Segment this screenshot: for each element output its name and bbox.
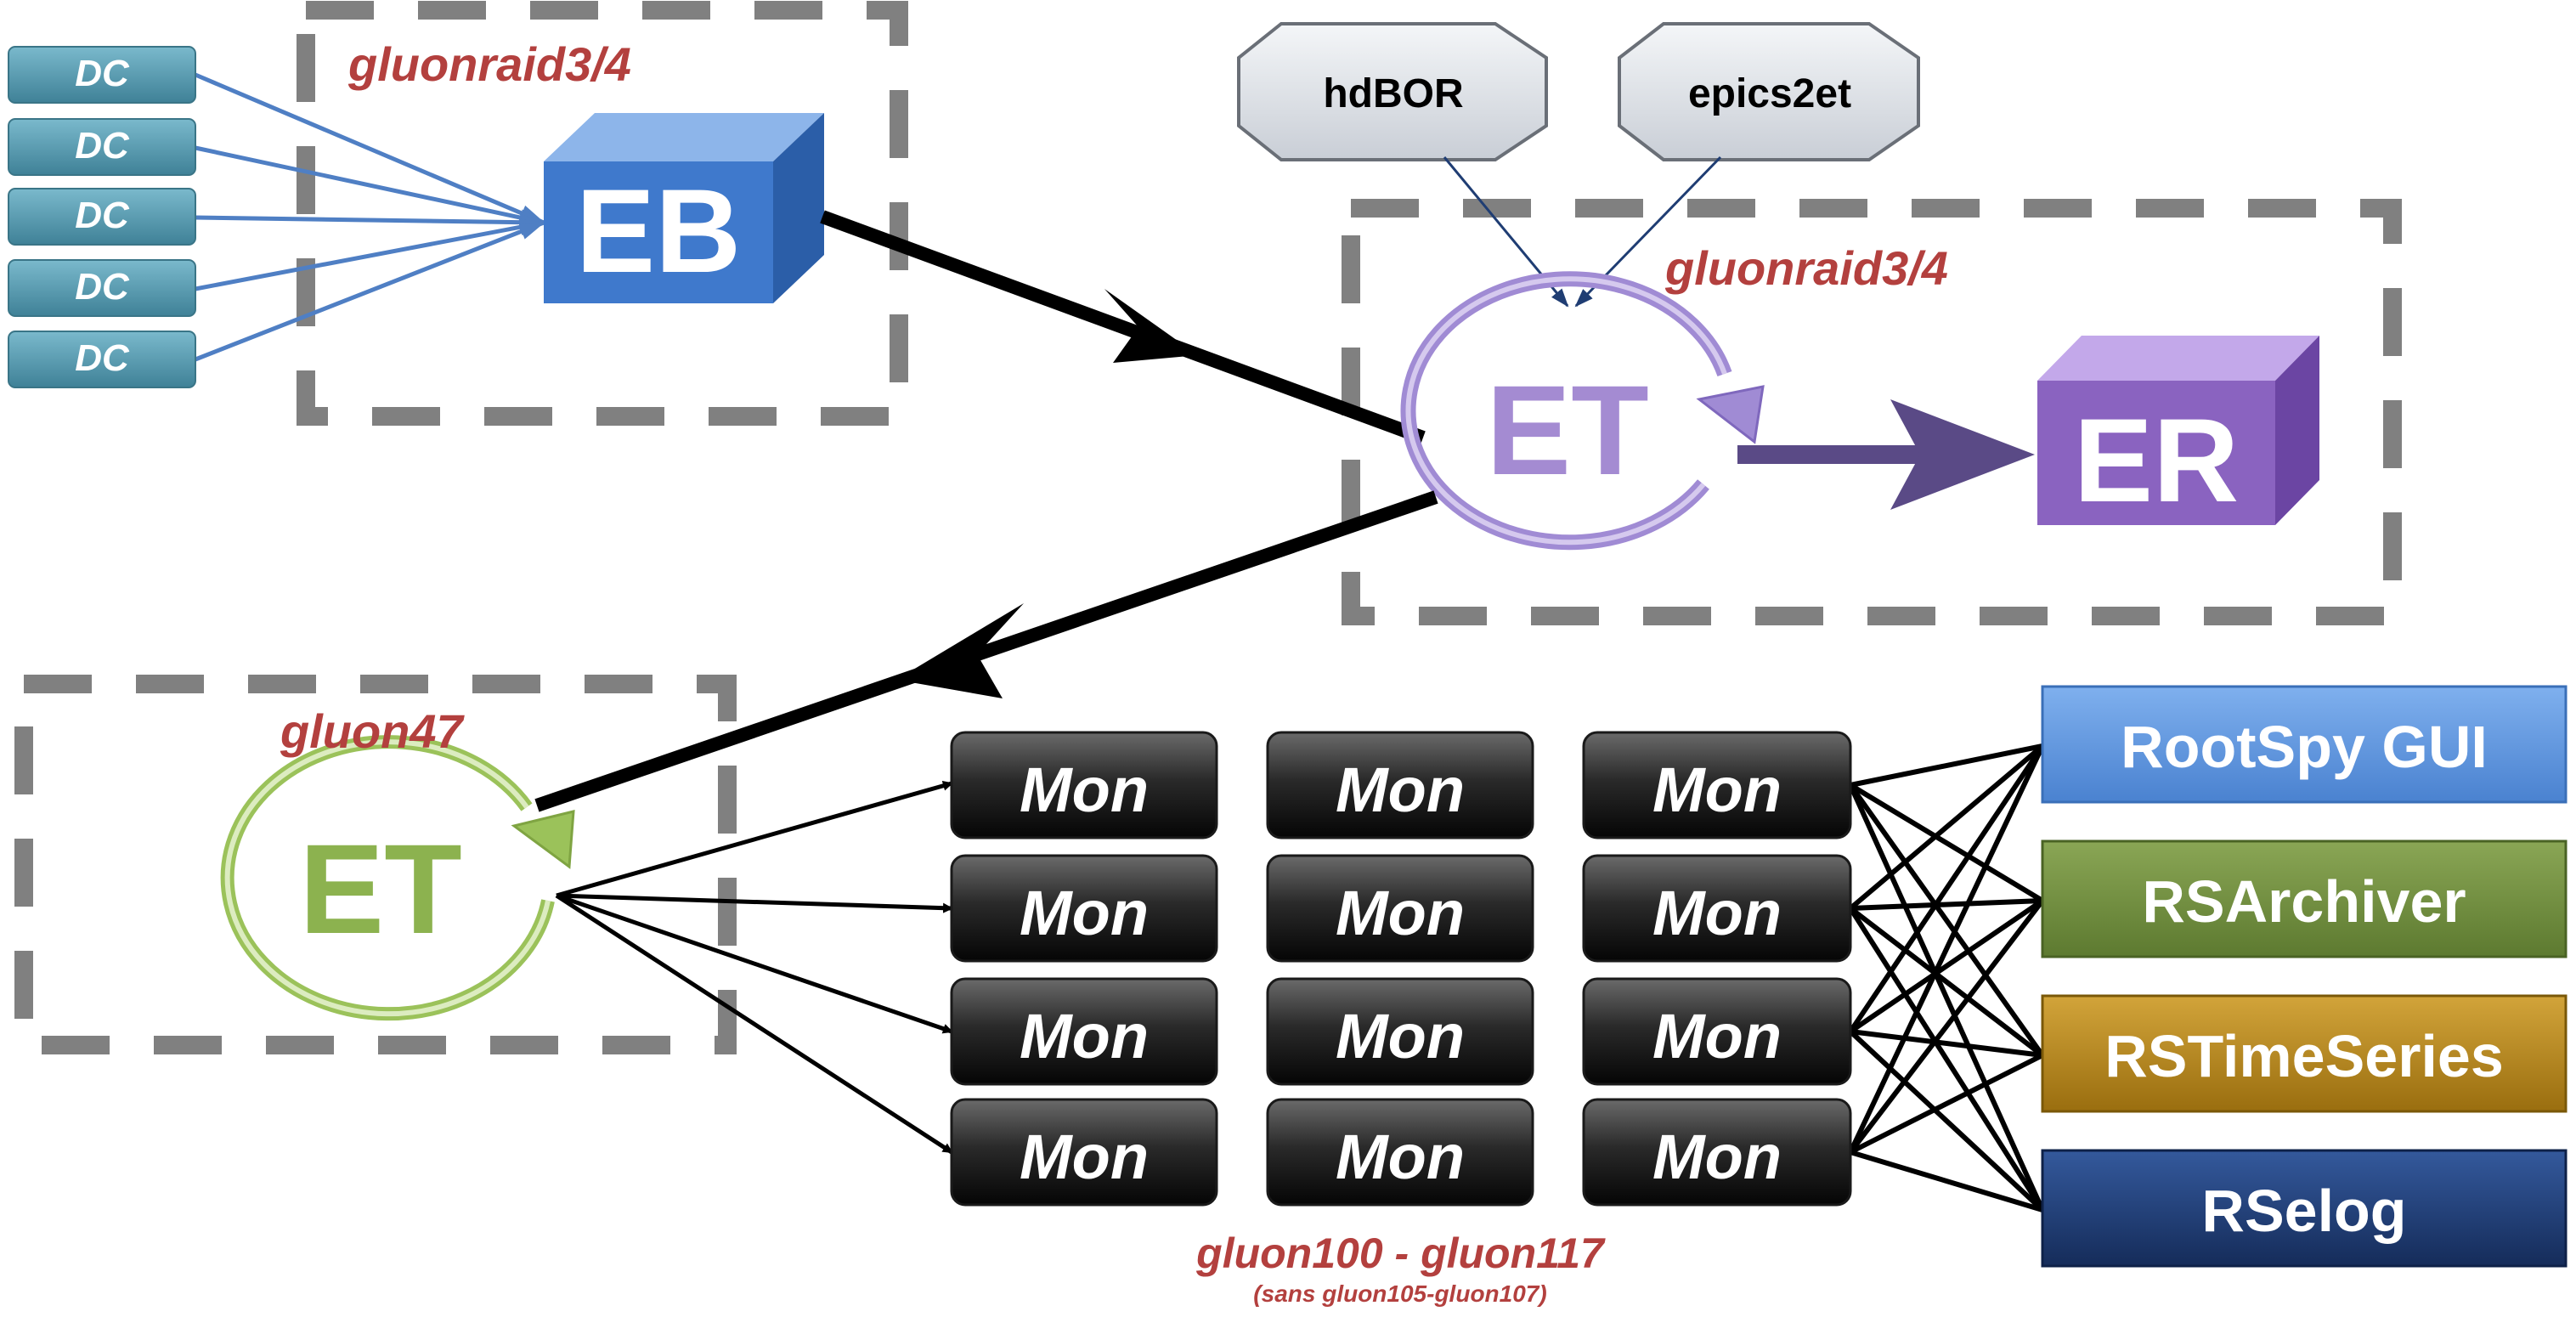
gui-rootspy-box: RootSpy GUI — [2041, 685, 2568, 804]
eb-label: EB — [576, 164, 741, 297]
dc-to-eb-arrows — [195, 72, 545, 362]
er-cube: ER — [2037, 336, 2319, 527]
dc-label: DC — [75, 337, 130, 379]
mon-box: Mon — [1266, 731, 1534, 839]
dc-label: DC — [75, 53, 130, 94]
mon-box: Mon — [1266, 854, 1534, 963]
mon-box: Mon — [1266, 1098, 1534, 1207]
gui-rselog-label: RSelog — [2201, 1178, 2406, 1244]
mon-label: Mon — [1652, 878, 1782, 948]
et-main-host-label: gluonraid3/4 — [1664, 241, 1948, 295]
dc-box: DC — [8, 331, 196, 388]
dc-label: DC — [75, 195, 130, 236]
dc-box: DC — [8, 259, 196, 317]
mon-label: Mon — [1020, 755, 1149, 825]
er-label: ER — [2074, 393, 2239, 527]
mon-to-gui-connections — [1848, 743, 2045, 1212]
mon-label: Mon — [1652, 1001, 1782, 1071]
gui-rselog-box: RSelog — [2041, 1149, 2568, 1268]
mon-box: Mon — [1266, 977, 1534, 1086]
et-mon-label: ET — [299, 817, 462, 960]
et-mon-node: ET — [220, 735, 575, 1021]
mon-box: Mon — [1582, 977, 1852, 1086]
mon-label: Mon — [1336, 1122, 1465, 1192]
mon-label: Mon — [1652, 755, 1782, 825]
mon-box: Mon — [950, 977, 1218, 1086]
gui-rootspy-label: RootSpy GUI — [2121, 714, 2488, 780]
mon-box: Mon — [950, 1098, 1218, 1207]
et-main-to-et-mon-arrow — [534, 490, 1438, 812]
dc-label: DC — [75, 266, 130, 308]
dc-boxes: DC DC DC DC DC — [8, 46, 196, 388]
host-box-eb — [297, 1, 908, 426]
eb-to-et-arrow — [820, 210, 1426, 444]
mon-box: Mon — [1582, 854, 1852, 963]
dc-box: DC — [8, 118, 196, 176]
et-to-er-arrow — [1737, 399, 2035, 510]
gui-rstimeseries-label: RSTimeSeries — [2104, 1023, 2504, 1089]
dc-label: DC — [75, 125, 130, 167]
dc-box: DC — [8, 188, 196, 246]
gui-rsarchiver-label: RSArchiver — [2142, 868, 2466, 935]
eb-host-label: gluonraid3/4 — [347, 37, 631, 91]
mon-box: Mon — [1582, 1098, 1852, 1207]
host-box-et-mon — [14, 675, 737, 1054]
mon-label: Mon — [1336, 755, 1465, 825]
mon-box: Mon — [950, 854, 1218, 963]
mon-label: Mon — [1652, 1122, 1782, 1192]
hdbor-label: hdBOR — [1323, 71, 1463, 116]
epics2et-label: epics2et — [1688, 71, 1851, 116]
mon-label: Mon — [1020, 878, 1149, 948]
et-mon-to-mon-arrows — [555, 780, 953, 1155]
et-mon-host-label: gluon47 — [280, 704, 466, 758]
mon-label: Mon — [1020, 1001, 1149, 1071]
mon-host-range-label: gluon100 - gluon117 — [1195, 1229, 1606, 1277]
gui-rsarchiver-box: RSArchiver — [2041, 839, 2568, 958]
mon-box: Mon — [950, 731, 1218, 839]
mon-label: Mon — [1020, 1122, 1149, 1192]
mon-label: Mon — [1336, 878, 1465, 948]
mon-label: Mon — [1336, 1001, 1465, 1071]
et-main-label: ET — [1486, 359, 1649, 501]
gui-rstimeseries-box: RSTimeSeries — [2041, 994, 2568, 1113]
et-main-node: ET — [1400, 271, 1765, 551]
dc-box: DC — [8, 46, 196, 104]
monitor-grid: Mon Mon Mon Mon Mon Mon Mon Mon Mon Mon … — [950, 731, 1852, 1207]
hdbor-node: hdBOR — [1237, 22, 1548, 161]
epics2et-node: epics2et — [1618, 22, 1920, 161]
mon-box: Mon — [1582, 731, 1852, 839]
eb-cube: EB — [544, 113, 824, 303]
mon-host-note-label: (sans gluon105-gluon107) — [1253, 1280, 1546, 1307]
